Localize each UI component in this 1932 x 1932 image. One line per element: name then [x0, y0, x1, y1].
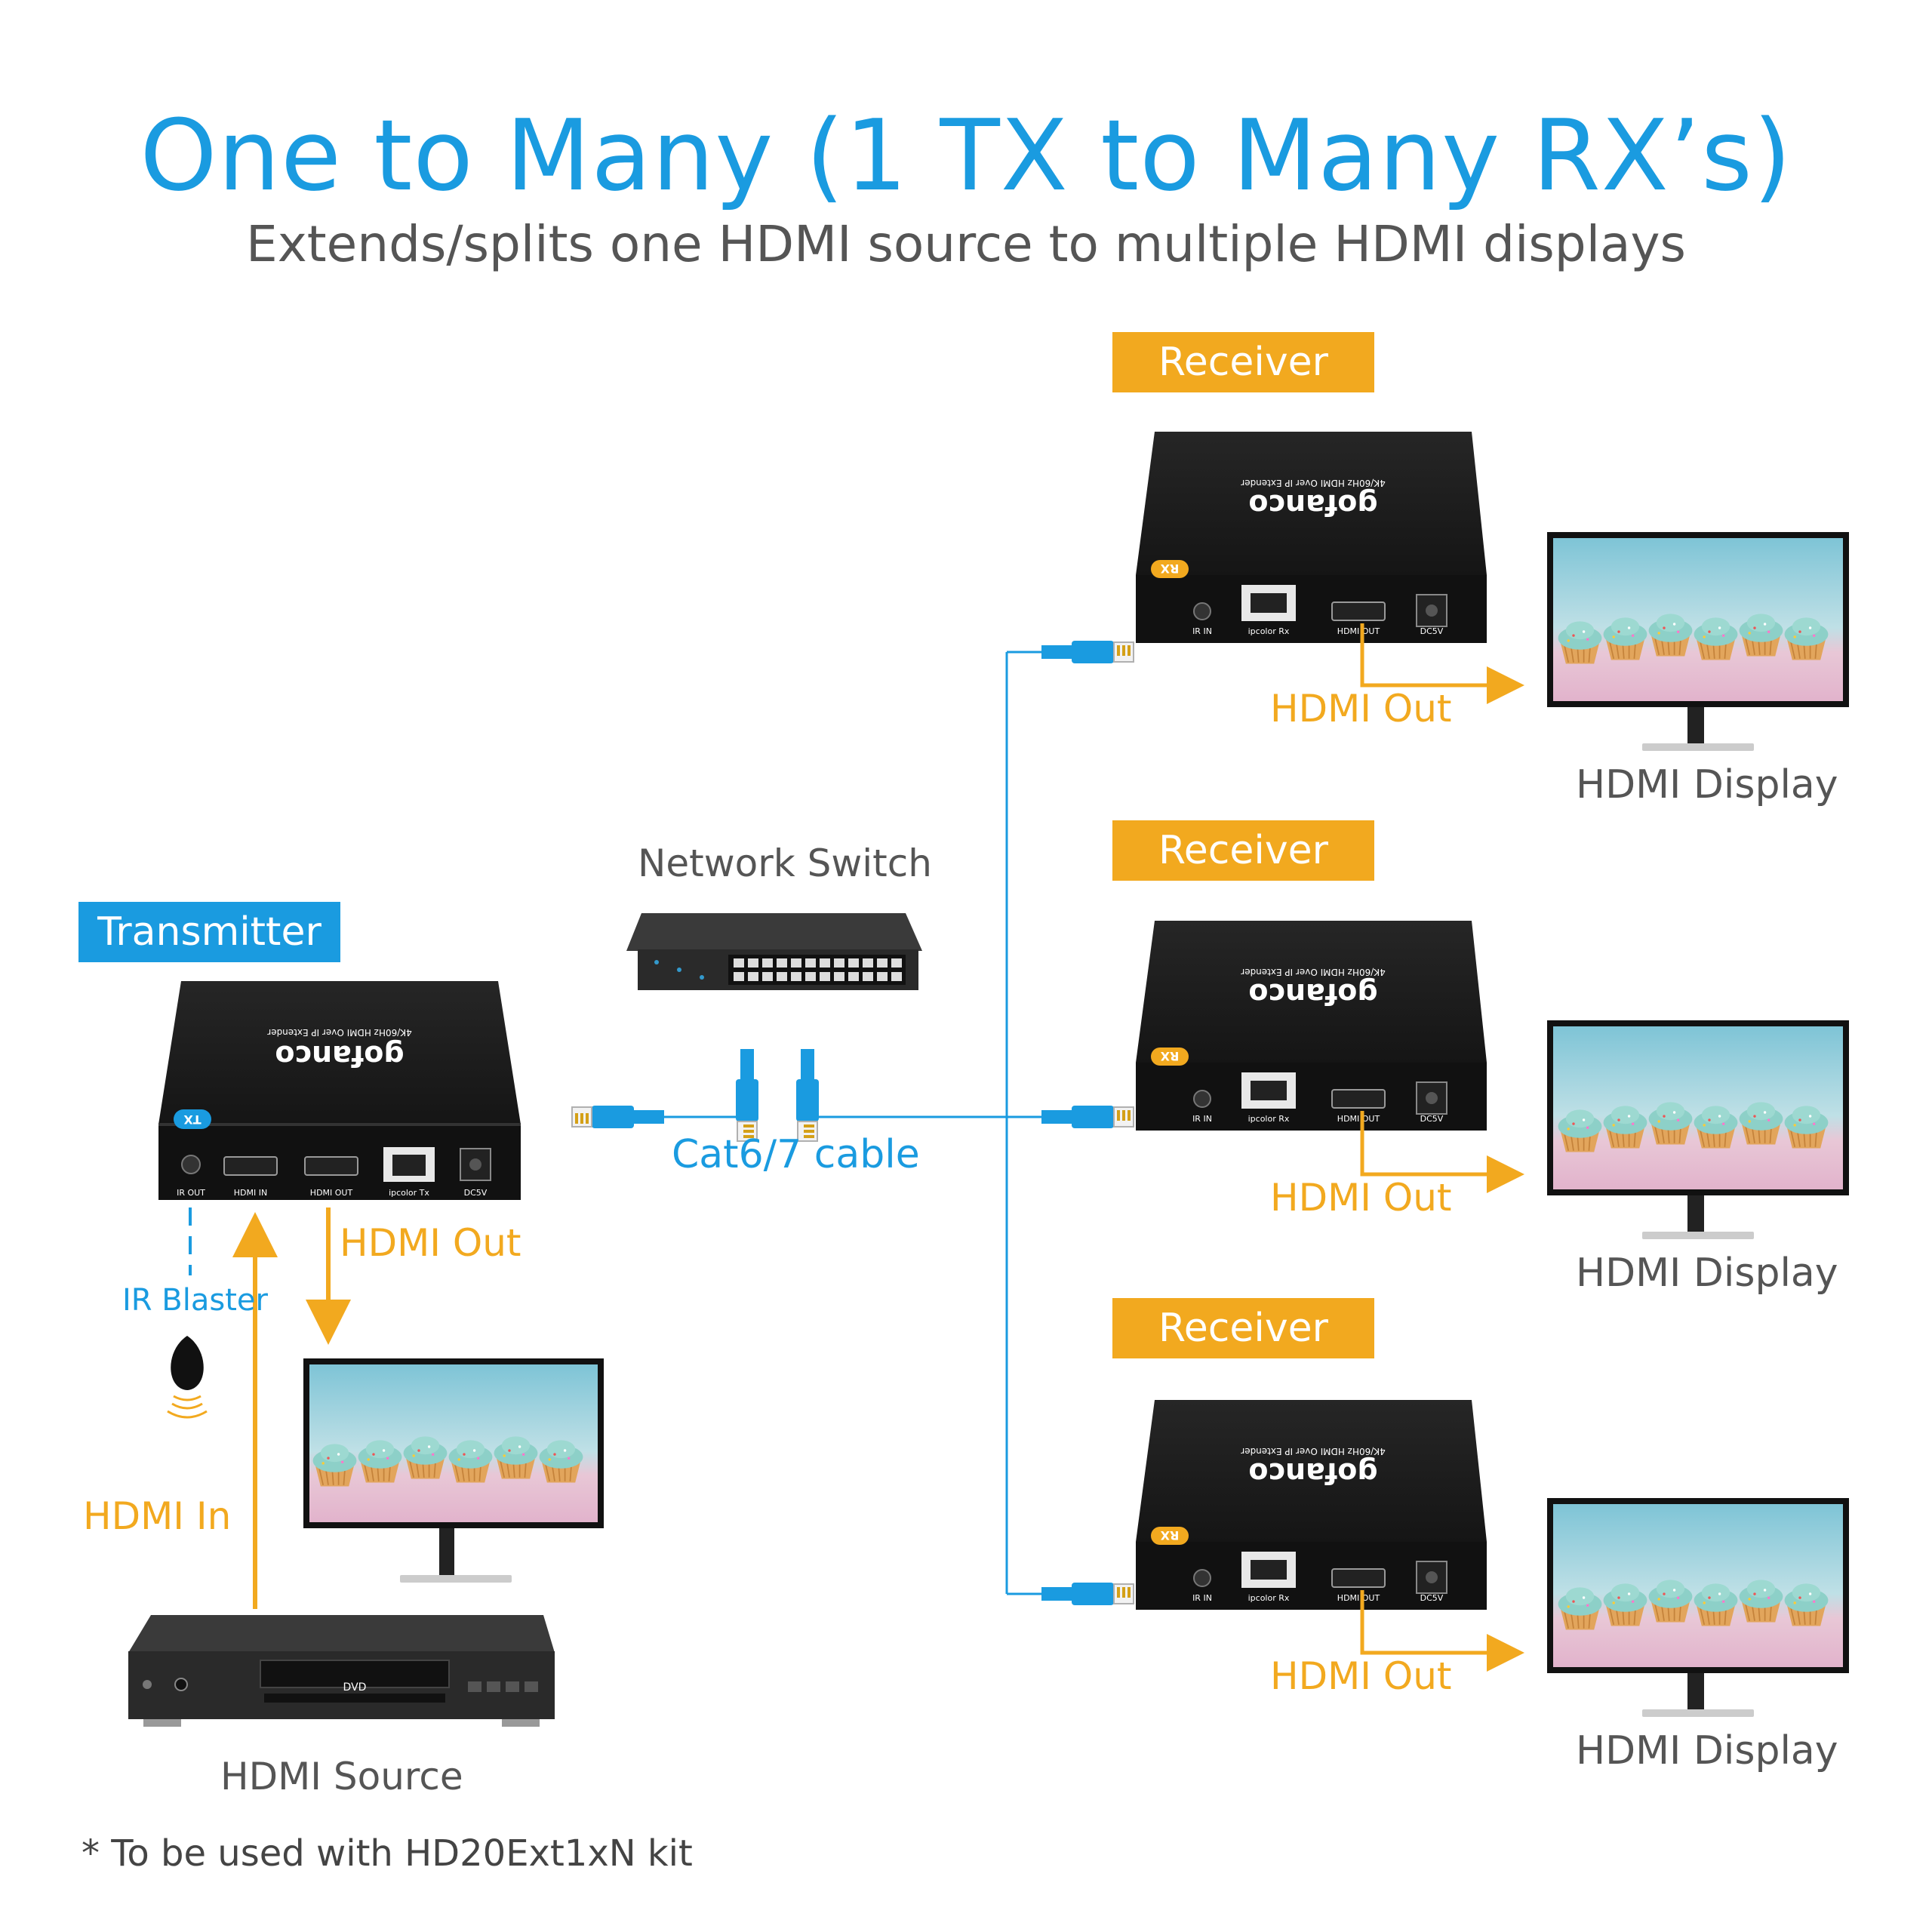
- rx2-port-hdmi-out: HDMI OUT: [1337, 1114, 1380, 1124]
- monitor-icon: [1547, 1020, 1849, 1239]
- network-cabling: [634, 651, 1041, 1595]
- rx2-port-dc5v: DC5V: [1420, 1114, 1444, 1124]
- monitor-icon: [1547, 532, 1849, 751]
- tx-tag: TX: [183, 1112, 202, 1127]
- footnote: * To be used with HD20Ext1xN kit: [82, 1832, 693, 1875]
- receiver-badge-3: Receiver: [1112, 1298, 1374, 1358]
- dvd-player-icon: DVD: [128, 1615, 555, 1727]
- cable-label: Cat6/7 cable: [672, 1132, 920, 1177]
- rx2-model-text: 4K/60Hz HDMI Over IP Extender: [1241, 967, 1386, 977]
- rx1-port-ipcolor: ipcolor Rx: [1248, 626, 1290, 636]
- dvd-logo: DVD: [343, 1681, 367, 1694]
- tx-port-ir-out: IR OUT: [177, 1188, 205, 1198]
- tx-model-text: 4K/60Hz HDMI Over IP Extender: [267, 1027, 412, 1038]
- rj45-plug-icon: [1041, 640, 1134, 664]
- transmitter-device: gofanco 4K/60Hz HDMI Over IP Extender TX…: [158, 981, 521, 1200]
- rj45-plug-icon: [735, 1048, 759, 1142]
- page-title: One to Many (1 TX to Many RX’s): [140, 98, 1792, 213]
- rx1-hdmi-out-label: HDMI Out: [1270, 687, 1452, 731]
- rx1-port-dc5v: DC5V: [1420, 626, 1444, 636]
- rx2-brand: gofanco: [1248, 977, 1377, 1011]
- rx3-port-hdmi-out: HDMI OUT: [1337, 1593, 1380, 1603]
- tx-port-ipcolor: ipcolor Tx: [389, 1188, 429, 1198]
- rx1-port-hdmi-out: HDMI OUT: [1337, 626, 1380, 636]
- transmitter-badge: Transmitter: [78, 902, 340, 962]
- receiver-device-3: gofanco 4K/60Hz HDMI Over IP Extender RX…: [1136, 1400, 1487, 1610]
- receiver-device-2: gofanco 4K/60Hz HDMI Over IP Extender RX…: [1136, 921, 1487, 1131]
- monitor-icon: [303, 1358, 604, 1583]
- rx2-port-ir-in: IR IN: [1192, 1114, 1212, 1124]
- rx3-port-ir-in: IR IN: [1192, 1593, 1212, 1603]
- rx2-hdmi-out-arrow: [1360, 1111, 1524, 1193]
- receiver-badge-2: Receiver: [1112, 820, 1374, 881]
- rx2-port-ipcolor: ipcolor Rx: [1248, 1114, 1290, 1124]
- rx2-tag: RX: [1160, 1049, 1179, 1063]
- rx3-hdmi-out-arrow: [1360, 1590, 1524, 1672]
- rx1-display-label: HDMI Display: [1576, 762, 1838, 808]
- network-switch-icon: [626, 913, 922, 990]
- rj45-plug-icon: [571, 1105, 665, 1129]
- rx3-port-ipcolor: ipcolor Rx: [1248, 1593, 1290, 1603]
- rx3-tag: RX: [1160, 1528, 1179, 1543]
- tx-port-hdmi-out: HDMI OUT: [310, 1188, 353, 1198]
- monitor-icon: [1547, 1498, 1849, 1717]
- rj45-plug-icon: [795, 1048, 820, 1142]
- ir-blaster-icon: [167, 1336, 208, 1419]
- rx1-model-text: 4K/60Hz HDMI Over IP Extender: [1241, 478, 1386, 488]
- hdmi-in-label: HDMI In: [83, 1494, 232, 1538]
- tx-brand: gofanco: [275, 1039, 404, 1072]
- network-switch-label: Network Switch: [638, 841, 932, 885]
- receiver-device-1: gofanco 4K/60Hz HDMI Over IP Extender RX…: [1136, 432, 1487, 643]
- tx-port-dc5v: DC5V: [464, 1188, 488, 1198]
- rx1-port-ir-in: IR IN: [1192, 626, 1212, 636]
- receiver-badge-1: Receiver: [1112, 332, 1374, 392]
- rx3-brand: gofanco: [1248, 1457, 1377, 1490]
- rj45-plug-icon: [1041, 1105, 1134, 1129]
- rx1-tag: RX: [1160, 561, 1179, 576]
- rx2-hdmi-out-label: HDMI Out: [1270, 1176, 1452, 1220]
- tx-hdmi-out-label: HDMI Out: [340, 1221, 521, 1265]
- rx3-model-text: 4K/60Hz HDMI Over IP Extender: [1241, 1446, 1386, 1457]
- rx1-hdmi-out-arrow: [1360, 623, 1524, 704]
- tx-port-hdmi-in: HDMI IN: [234, 1188, 267, 1198]
- rx1-brand: gofanco: [1248, 488, 1377, 521]
- page-subtitle: Extends/splits one HDMI source to multip…: [246, 215, 1686, 273]
- rx2-display-label: HDMI Display: [1576, 1251, 1838, 1296]
- rx3-port-dc5v: DC5V: [1420, 1593, 1444, 1603]
- rx3-display-label: HDMI Display: [1576, 1728, 1838, 1774]
- ir-blaster-label: IR Blaster: [122, 1283, 268, 1318]
- rx3-hdmi-out-label: HDMI Out: [1270, 1654, 1452, 1698]
- rj45-plug-icon: [1041, 1582, 1134, 1606]
- hdmi-source-label: HDMI Source: [220, 1755, 463, 1798]
